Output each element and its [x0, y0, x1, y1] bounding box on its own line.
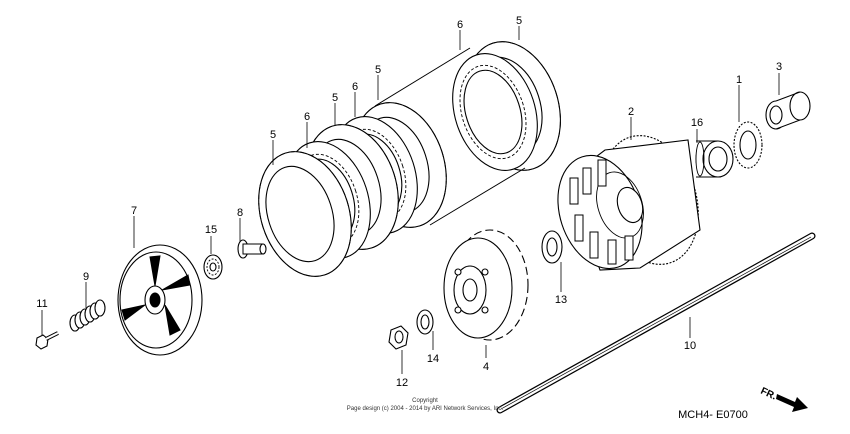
callout-14: 14 — [427, 353, 439, 365]
callout-11: 11 — [36, 298, 47, 310]
callout-16: 16 — [691, 117, 703, 129]
diagram-code: MCH4- E0700 — [678, 409, 748, 421]
callout-labels: 1 2 3 4 5 5 5 5 6 6 6 7 8 9 10 11 12 13 … — [36, 15, 782, 389]
steel-plate-6c — [452, 53, 538, 171]
callout-5-b: 5 — [332, 92, 338, 104]
clutch-lifter-piece — [237, 239, 267, 259]
leader-lines — [41, 26, 780, 374]
callout-3: 3 — [776, 61, 782, 73]
callout-5-d: 5 — [516, 15, 522, 27]
callout-10: 10 — [684, 340, 696, 352]
callout-12: 12 — [396, 377, 408, 389]
front-direction-arrow-icon: FR. — [759, 386, 808, 412]
clutch-spring — [69, 299, 106, 332]
callout-8: 8 — [237, 207, 243, 219]
copyright-notice: Page design (c) 2004 - 2014 by ARI Netwo… — [347, 406, 504, 412]
callout-5-c: 5 — [375, 64, 381, 76]
spring-bolt — [35, 331, 59, 350]
callout-15: 15 — [205, 224, 217, 236]
callout-6-c: 6 — [457, 19, 463, 31]
front-direction-label: FR. — [759, 386, 778, 403]
clutch-center-hub — [443, 229, 529, 341]
callout-2: 2 — [628, 106, 634, 118]
release-bearing — [203, 254, 223, 280]
clutch-outer-collar — [765, 91, 811, 130]
callout-7: 7 — [131, 205, 137, 217]
lock-nut-12 — [388, 325, 409, 350]
callout-1: 1 — [736, 74, 742, 86]
pressure-plate — [117, 244, 203, 356]
thrust-washer-13 — [541, 230, 563, 264]
push-rod-part — [496, 232, 816, 414]
clutch-outer-basket — [557, 135, 701, 271]
callout-9: 9 — [83, 271, 89, 283]
callout-6-a: 6 — [304, 111, 310, 123]
oil-pump-drive-sprocket — [733, 121, 763, 169]
lock-washer-14 — [416, 309, 434, 335]
friction-disc-5a — [258, 151, 352, 277]
callout-6-b: 6 — [352, 81, 358, 93]
callout-5-a: 5 — [270, 129, 276, 141]
callout-13: 13 — [555, 294, 567, 306]
callout-4: 4 — [483, 361, 489, 373]
copyright-heading: Copyright — [412, 398, 438, 404]
clutch-plate-stack — [258, 41, 561, 277]
needle-bearing — [695, 140, 734, 178]
